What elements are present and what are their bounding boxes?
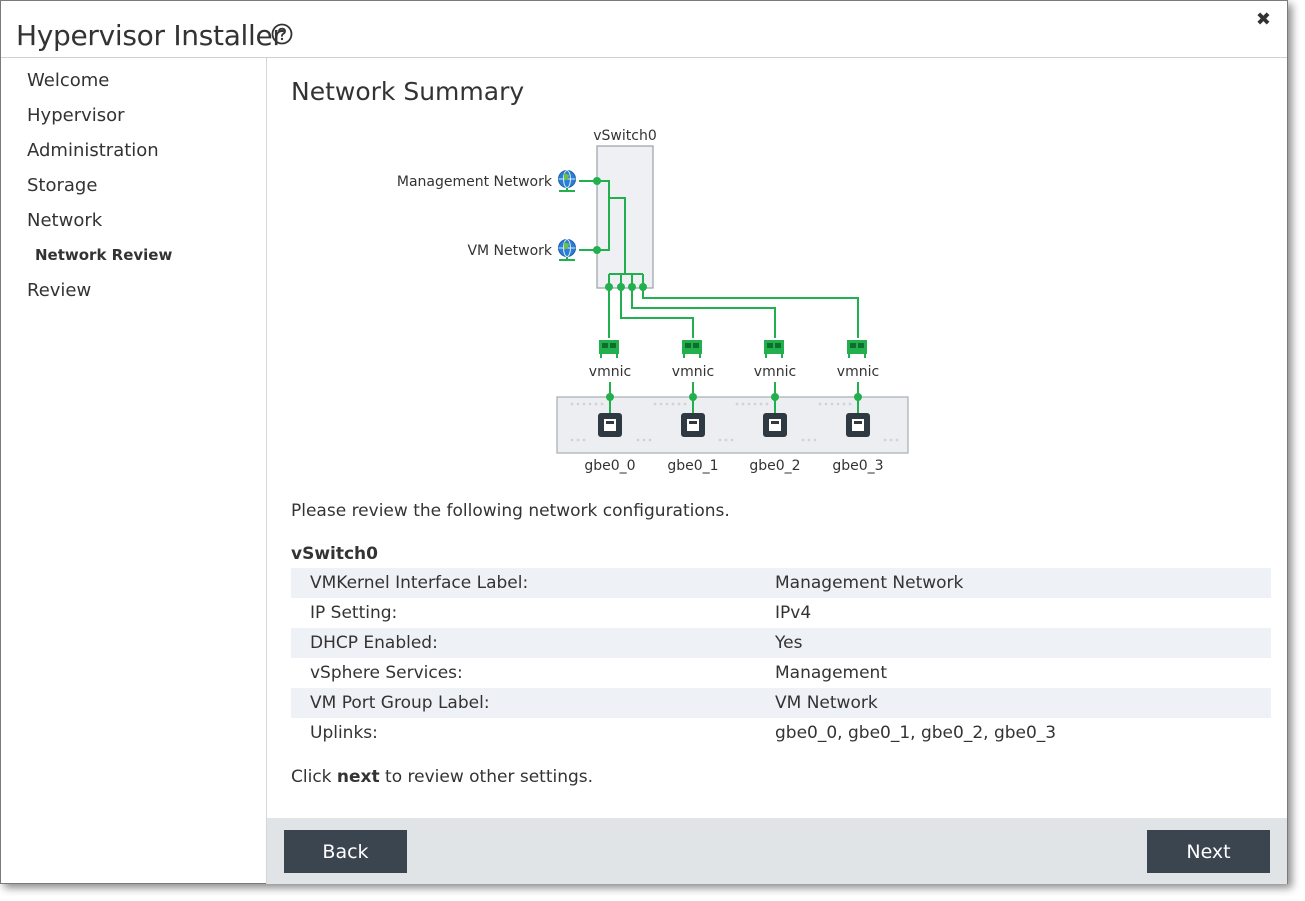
port-label-gbe0_2: gbe0_2: [749, 458, 800, 474]
ethernet-port-icon: [846, 413, 870, 437]
globe-icon: [558, 239, 576, 261]
footer-suffix: to review other settings.: [379, 767, 594, 787]
globe-icon: [558, 170, 576, 192]
sidebar-item-network-review[interactable]: Network Review: [35, 246, 173, 264]
table-row: VM Port Group Label: VM Network: [291, 688, 1271, 718]
config-key: DHCP Enabled:: [291, 628, 775, 658]
link-dots: [593, 177, 647, 291]
vswitch-label: vSwitch0: [593, 128, 656, 144]
table-row: vSphere Services: Management: [291, 658, 1271, 688]
question-circle-icon[interactable]: [271, 23, 293, 45]
review-instructions: Please review the following network conf…: [291, 501, 730, 521]
footer-bold-next: next: [336, 767, 380, 787]
nic-icon: [599, 340, 619, 358]
config-value: Management Network: [775, 568, 1271, 598]
title-bar: Hypervisor Installer ✖: [1, 1, 1287, 58]
port-label-gbe0_3: gbe0_3: [832, 458, 883, 474]
sidebar-item-network[interactable]: Network: [27, 210, 103, 231]
config-value: IPv4: [775, 603, 812, 623]
sidebar-item-administration[interactable]: Administration: [27, 140, 159, 161]
network-diagram: vSwitch0 Management Network VM Network: [397, 128, 909, 474]
config-table: VMKernel Interface Label: Management Net…: [291, 568, 1271, 748]
config-key: vSphere Services:: [310, 663, 463, 683]
window-title: Hypervisor Installer: [16, 19, 284, 52]
nic-icon: [847, 340, 867, 358]
portgroup-label-vm: VM Network: [467, 243, 552, 259]
config-value: VM Network: [775, 688, 1271, 718]
ethernet-port-icon: [598, 413, 622, 437]
table-row: DHCP Enabled: Yes: [291, 628, 1271, 658]
nic-icon: [764, 340, 784, 358]
close-icon[interactable]: ✖: [1255, 9, 1271, 29]
section-title-vswitch0: vSwitch0: [291, 544, 378, 564]
panel-vents: [570, 402, 899, 442]
table-row: VMKernel Interface Label: Management Net…: [291, 568, 1271, 598]
portgroup-label-management: Management Network: [397, 174, 553, 190]
vmnic-label: vmnic: [754, 364, 796, 380]
port-label-gbe0_1: gbe0_1: [667, 458, 718, 474]
config-value: Management: [775, 663, 887, 683]
config-key: Uplinks:: [310, 723, 378, 743]
back-button[interactable]: Back: [284, 830, 407, 873]
vmnic-label: vmnic: [837, 364, 879, 380]
sidebar-nav: Welcome Hypervisor Administration Storag…: [1, 58, 267, 884]
sidebar-item-storage[interactable]: Storage: [27, 175, 98, 196]
vmnic-label: vmnic: [672, 364, 714, 380]
ethernet-port-icon: [763, 413, 787, 437]
main-content: Network Summary vSwitch0 Management Netw…: [267, 58, 1287, 818]
sidebar-item-hypervisor[interactable]: Hypervisor: [27, 105, 125, 126]
port-label-gbe0_0: gbe0_0: [584, 458, 635, 474]
nic-icon: [682, 340, 702, 358]
config-value: Yes: [775, 628, 1271, 658]
sidebar-item-welcome[interactable]: Welcome: [27, 70, 110, 91]
footer-prefix: Click: [291, 767, 337, 787]
config-key: IP Setting:: [310, 603, 398, 623]
sidebar-item-review[interactable]: Review: [27, 280, 92, 301]
next-button[interactable]: Next: [1147, 830, 1270, 873]
installer-window: Hypervisor Installer ✖ Welcome Hyperviso…: [0, 0, 1288, 884]
config-value: gbe0_0, gbe0_1, gbe0_2, gbe0_3: [775, 723, 1057, 743]
vmnic-label: vmnic: [589, 364, 631, 380]
config-key: VM Port Group Label:: [291, 688, 775, 718]
table-row: IP Setting: IPv4: [291, 598, 1271, 628]
config-key: VMKernel Interface Label:: [291, 568, 775, 598]
button-bar: Back Next: [267, 818, 1287, 884]
page-title: Network Summary: [291, 77, 525, 106]
ethernet-port-icon: [681, 413, 705, 437]
footer-instructions: Click next to review other settings.: [291, 767, 593, 787]
table-row: Uplinks: gbe0_0, gbe0_1, gbe0_2, gbe0_3: [291, 718, 1271, 748]
